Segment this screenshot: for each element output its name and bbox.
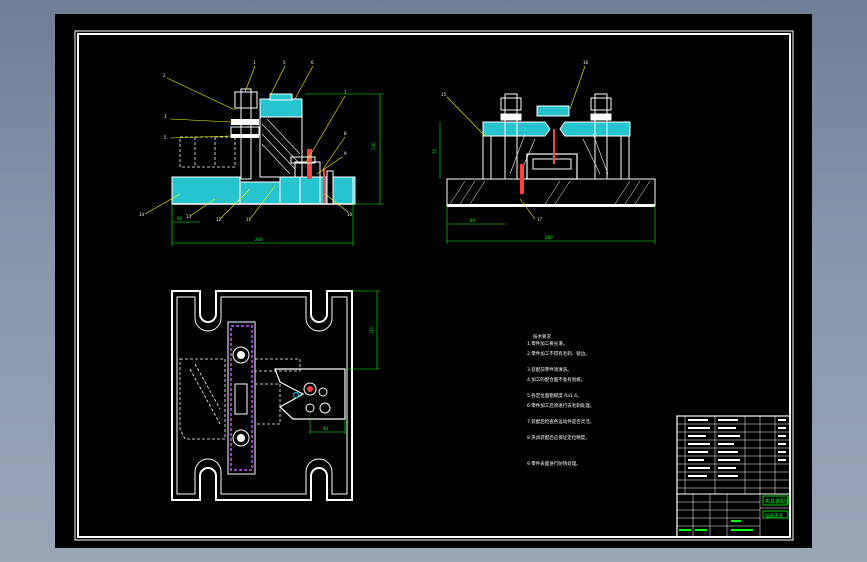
- svg-text:10: 10: [347, 212, 353, 217]
- svg-text:1: 1: [253, 60, 256, 65]
- svg-text:15: 15: [441, 92, 447, 97]
- outer-frame: [74, 30, 794, 541]
- v-block-locator: [274, 368, 346, 420]
- plan-workpiece: [179, 358, 301, 440]
- side-part-numbers: 15 16 17: [441, 60, 589, 222]
- top-dimensions: [309, 290, 380, 434]
- note-line: 8.夹具装配后应保证定位精度。: [527, 434, 590, 441]
- side-view: 15 16 17 280 80 70: [432, 60, 656, 244]
- top-bolt-lower: [232, 429, 250, 447]
- front-dimensions: [171, 93, 383, 246]
- svg-text:9: 9: [344, 151, 347, 156]
- svg-text:60: 60: [177, 216, 183, 221]
- note-line: 3.装配前零件须清洗。: [527, 366, 572, 373]
- svg-text:2: 2: [163, 73, 166, 78]
- svg-text:130: 130: [371, 142, 376, 150]
- drawing-subtitle: 钻床夹具: [765, 512, 783, 519]
- top-nut: [234, 91, 258, 109]
- workpiece-outline: [179, 136, 236, 168]
- svg-text:240: 240: [255, 237, 263, 242]
- svg-text:12: 12: [216, 217, 222, 222]
- base-plate-section: [171, 176, 241, 205]
- svg-text:17: 17: [537, 217, 543, 222]
- svg-text:40: 40: [323, 426, 329, 431]
- technical-notes: 技术要求 1.零件加工要光滑。 2.零件加工不得有毛刺、锐边。 3.装配前零件须…: [527, 333, 594, 467]
- front-view: 2 3 5 1 5 6 7 8 9 14 13 12 11 10 240 130 60: [139, 60, 383, 246]
- inner-frame: [77, 33, 791, 538]
- svg-text:14: 14: [139, 212, 145, 217]
- drawing-title: 夹具装配图: [765, 498, 790, 505]
- side-base-plate: [446, 178, 656, 207]
- svg-text:110: 110: [369, 326, 374, 334]
- side-leaders: [446, 65, 586, 220]
- note-line: 2.零件加工不得有毛刺、锐边。: [527, 350, 590, 357]
- note-line: 5.各定位面粗糙度 Ra1.6。: [527, 392, 582, 399]
- note-line: 1.零件加工要光滑。: [527, 340, 567, 347]
- note-line: 4.加工的配合面不准有划痕。: [527, 376, 585, 383]
- plan-base-outline: [171, 290, 353, 501]
- svg-text:7: 7: [344, 90, 347, 95]
- notes-title: 技术要求: [533, 333, 551, 340]
- title-cell: [762, 495, 789, 506]
- side-dimensions: [439, 122, 656, 244]
- svg-text:280: 280: [545, 235, 553, 240]
- svg-text:8: 8: [344, 131, 347, 136]
- svg-text:11: 11: [246, 217, 252, 222]
- top-view: 110 40: [171, 290, 380, 501]
- note-line: 7.装配后检查各运动件是否灵活。: [527, 418, 594, 425]
- clamp-plate: [227, 321, 256, 475]
- svg-text:6: 6: [311, 60, 314, 65]
- note-line: 9.零件表面进行防锈处理。: [527, 460, 581, 467]
- side-posts: [482, 93, 630, 180]
- svg-text:3: 3: [164, 114, 167, 119]
- front-leaders: [144, 65, 349, 220]
- svg-text:13: 13: [186, 214, 192, 219]
- svg-text:16: 16: [583, 60, 589, 65]
- svg-text:5: 5: [164, 135, 167, 140]
- side-workpiece: [526, 153, 578, 180]
- title-block: 夹具装配图 钻床夹具: [676, 415, 791, 538]
- svg-text:80: 80: [470, 218, 476, 223]
- top-bolt-upper: [232, 346, 250, 364]
- svg-text:5: 5: [283, 60, 286, 65]
- note-line: 6.零件加工后须进行去毛刺处理。: [527, 402, 594, 409]
- support-block: [259, 116, 303, 178]
- svg-text:70: 70: [432, 148, 437, 154]
- front-part-numbers: 2 3 5 1 5 6 7 8 9 14 13 12 11 10: [139, 60, 353, 222]
